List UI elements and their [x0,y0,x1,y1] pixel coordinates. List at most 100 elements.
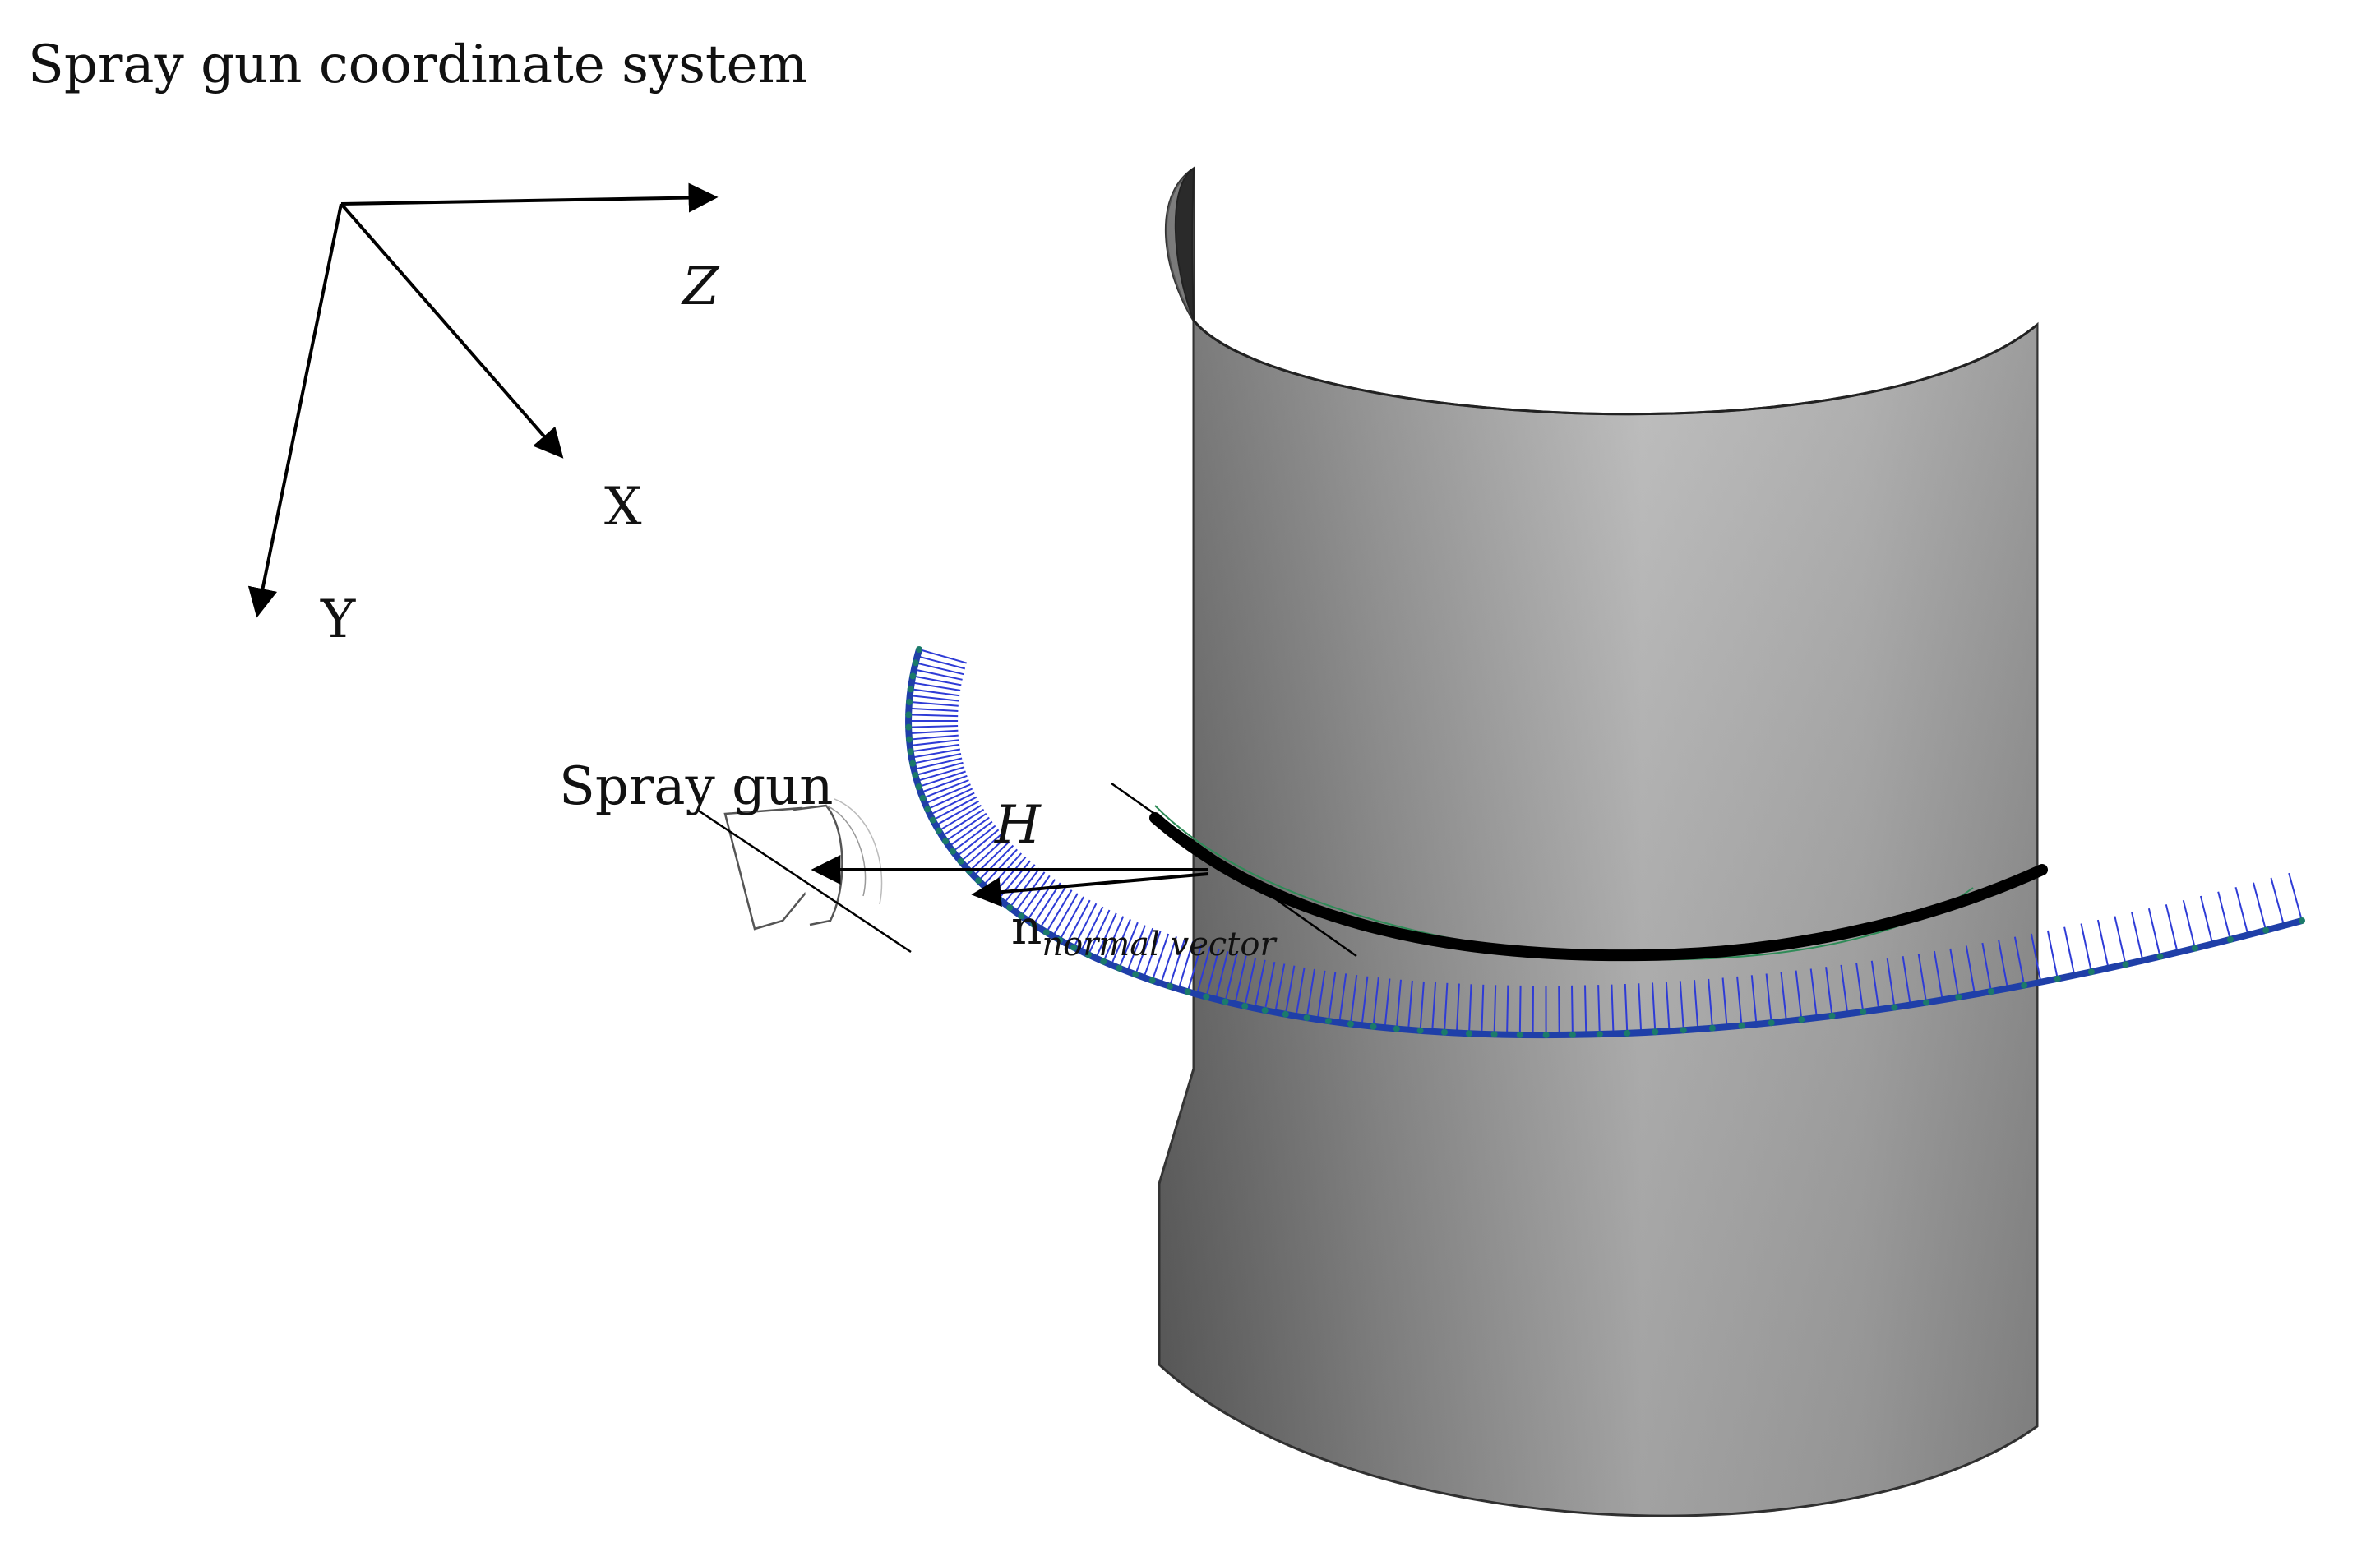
normal-hatch-line [908,734,959,741]
normal-hatch-line [1809,968,1818,1018]
normal-hatch-line [927,788,973,811]
trajectory-point [1241,1003,1249,1009]
trajectory-point [909,672,917,680]
normal-hatch-line [1652,982,1657,1032]
normal-hatch-line [913,668,963,681]
trajectory-point [1084,951,1092,958]
normal-hatch-line [1444,982,1449,1032]
normal-hatch-line [1195,946,1211,995]
normal-hatch-line [1087,909,1111,955]
normal-hatch-line [1933,950,1943,1000]
trajectory-point [1303,1014,1310,1022]
normal-hatch-line [918,770,966,788]
normal-hatch-line [1244,958,1257,1007]
normal-hatch-line [1736,976,1743,1026]
normal-hatch-line [908,714,959,718]
trajectory-point [1166,982,1173,990]
trajectory-point [906,698,913,705]
normal-hatch-line [908,700,959,707]
coordinate-axes [247,182,719,618]
normal-hatch-line [1855,963,1865,1012]
normal-hatch-line [913,757,963,770]
normal-hatch-line [1284,965,1296,1014]
trajectory-point [1056,936,1064,944]
normal-hatch-line [908,725,959,728]
normal-hatch-line [2270,877,2285,926]
trajectory-point [1018,912,1025,920]
spray-gun-body [723,806,811,931]
trajectory-point [2156,953,2164,960]
normal-vector-arrow [971,872,1209,908]
normal-hatch-line [915,761,964,777]
normal-hatch-line [1372,977,1379,1027]
trajectory-point [1116,964,1123,972]
trajectory-point [916,646,922,653]
normal-hatch-line [2253,882,2267,931]
trajectory-point [1282,1010,1289,1018]
normal-hatch-line [1395,979,1402,1029]
normal-hatch-line [1384,978,1391,1028]
trajectory-point [2021,982,2028,989]
normal-hatch-line [959,829,1000,862]
normal-hatch-line [1902,956,1911,1005]
normal-hatch-line [920,774,968,793]
normal-hatch-line [1468,984,1472,1034]
normal-hatch-line [1135,927,1154,975]
normal-hatch-line [1224,953,1238,1002]
normal-hatch-line [2114,916,2127,965]
trajectory-point [1416,1027,1424,1034]
normal-hatch-line [1665,982,1671,1032]
normal-hatch-line [1624,983,1629,1033]
normal-vector-subscript: normal vector [1042,926,1278,963]
trajectory-point [1652,1028,1659,1036]
normal-hatch-line [2063,926,2076,976]
normal-hatch-line [941,808,985,837]
normal-hatch-line [1254,959,1266,1009]
trajectory-point [1738,1022,1745,1029]
normal-hatch-line [987,852,1023,891]
trajectory-point [1324,1018,1332,1025]
spray-path [1149,812,2048,962]
normal-vector-label: nnormal vector [1011,899,1278,963]
normal-hatch-line [924,783,971,805]
trajectory-point [1466,1030,1472,1037]
normal-hatch-line [910,688,960,697]
normal-hatch-line [1160,935,1177,984]
normal-hatch-line [1059,896,1084,940]
normal-hatch-line [910,743,960,753]
normal-hatch-line [1274,963,1286,1013]
normal-hatch-line [1118,922,1139,969]
normal-hatch-line [913,675,962,686]
spray-gun [723,798,883,931]
normal-hatch-line [2234,887,2249,935]
normal-hatch-line [922,779,969,799]
normal-hatch-line [1870,960,1880,1010]
trajectory-point [1891,1004,1898,1011]
normal-hatch-line [1168,939,1185,987]
trajectory-point [1569,1031,1576,1038]
normal-hatch-line [1306,968,1315,1018]
distance-label: H [994,795,1042,856]
normal-hatch-line [1264,962,1276,1011]
normal-hatch-line [1825,967,1833,1016]
normal-hatch-line [964,833,1003,867]
normal-hatch-line [1214,951,1229,1000]
normal-hatch-line [2199,895,2214,945]
y-axis-arrow [247,203,343,618]
normal-hatch-line [2217,891,2231,940]
normal-hatch-line [908,707,959,712]
normal-hatch-line [908,729,959,735]
trajectory-point [1624,1029,1631,1037]
normal-hatch-line [1965,945,1976,995]
trajectory-point [907,748,914,755]
normal-hatch-line [1407,980,1413,1030]
trajectory-point [1988,988,1994,995]
normal-hatch-line [945,812,987,843]
normal-hatch-line [1611,984,1615,1034]
normal-hatch-line [1177,941,1195,990]
trajectory-point [905,723,913,731]
trajectory-point [1261,1007,1269,1014]
normal-vector-symbol: n [1011,899,1042,955]
normal-hatch-line [1080,906,1104,952]
normal-hatch-line [1949,948,1960,998]
